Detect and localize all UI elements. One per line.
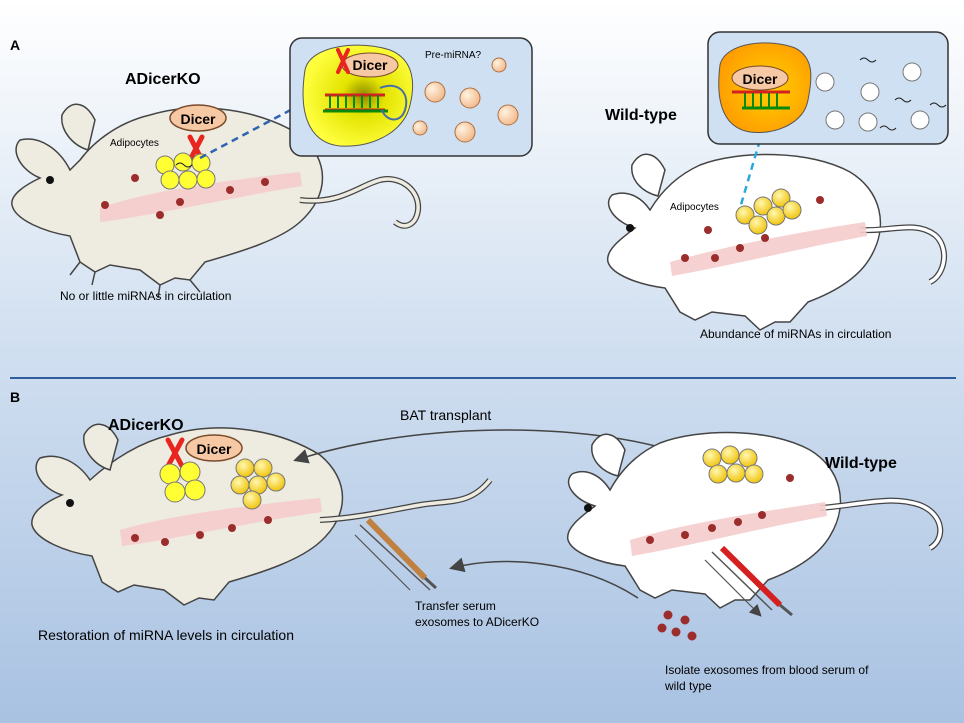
ko-inset xyxy=(289,37,533,157)
adipocyte-cluster-ko-b xyxy=(159,461,206,503)
adipocytes-label-ko-a: Adipocytes xyxy=(110,138,159,149)
dicer-ellipse-b xyxy=(185,434,243,462)
adipocyte-cluster-wt-a xyxy=(735,188,802,235)
adipocyte-cluster-transplanted-b xyxy=(230,458,286,510)
transfer-label-line2: exosomes to ADicerKO xyxy=(415,615,539,629)
ko-caption-a: No or little miRNAs in circulation xyxy=(60,289,231,303)
wt-mouse-b xyxy=(567,431,944,609)
restoration-label: Restoration of miRNA levels in circulati… xyxy=(38,627,294,643)
syringe-ko xyxy=(354,517,438,591)
adipocytes-label-wt-a: Adipocytes xyxy=(670,202,719,213)
isolate-label-line2: wild type xyxy=(664,679,712,693)
ko-title-a: ADicerKO xyxy=(125,71,201,88)
transfer-label-line1: Transfer serum xyxy=(415,599,496,613)
isolate-label-line1: Isolate exosomes from blood serum of xyxy=(665,663,869,677)
ko-inset-dicer: Dicer xyxy=(352,57,388,73)
dicer-ellipse-a xyxy=(169,104,227,132)
exosome-cluster xyxy=(657,610,697,641)
cross-mark-b xyxy=(165,437,185,469)
wt-title-a: Wild-type xyxy=(605,107,677,124)
wt-title-b: Wild-type xyxy=(825,455,897,472)
ko-inset-premirna: Pre-miRNA? xyxy=(425,50,482,61)
dashed-link-ko-a xyxy=(199,103,301,160)
transfer-arrow xyxy=(449,557,639,599)
wt-inset-dicer: Dicer xyxy=(742,71,778,87)
dicer-label-b: Dicer xyxy=(196,441,232,457)
adipocyte-cluster-ko-a xyxy=(155,152,216,190)
ko-title-b: ADicerKO xyxy=(108,417,184,434)
bat-transplant-label: BAT transplant xyxy=(400,407,491,423)
adipocyte-cluster-wt-b xyxy=(702,445,764,484)
panel-b-letter: B xyxy=(10,389,20,405)
wt-caption-a: Abundance of miRNAs in circulation xyxy=(700,327,891,341)
dicer-label-a: Dicer xyxy=(180,111,216,127)
ko-mouse-a xyxy=(11,103,422,299)
wt-mouse-a xyxy=(607,153,947,331)
wt-inset xyxy=(707,31,949,145)
syringe-wt xyxy=(704,545,793,617)
panel-a-letter: A xyxy=(10,37,20,53)
